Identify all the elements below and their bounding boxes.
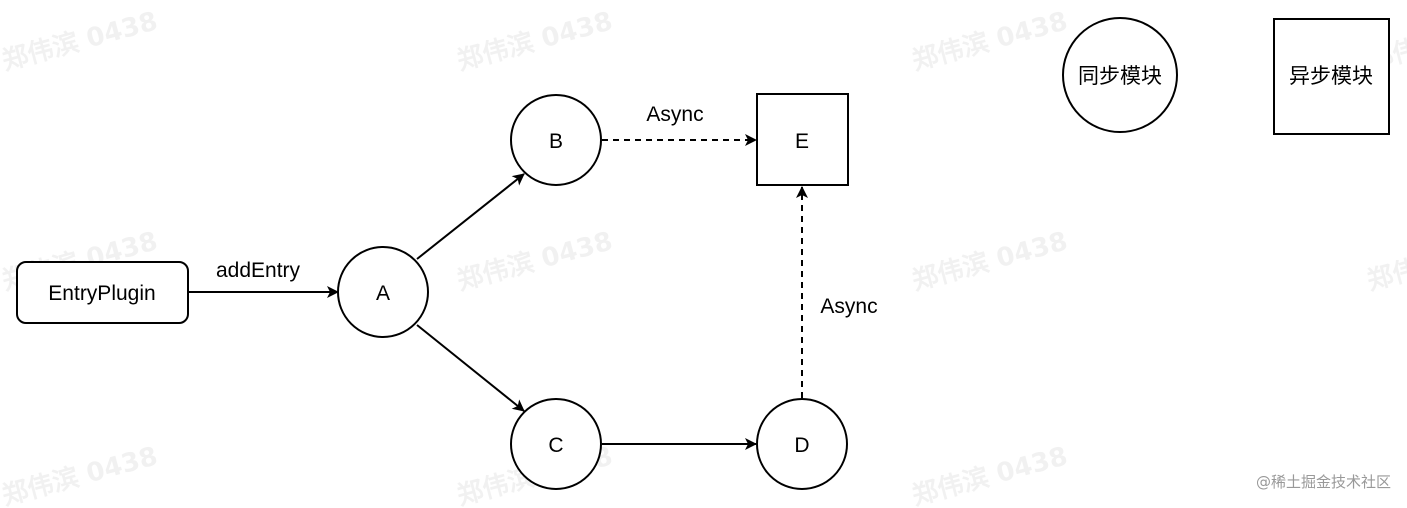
watermark-text: 郑伟滨 0438 bbox=[1364, 226, 1407, 297]
legend-sync-label: 同步模块 bbox=[1078, 64, 1162, 88]
node-e-label: E bbox=[795, 130, 809, 153]
node-b-circle bbox=[510, 94, 602, 186]
node-e-box bbox=[756, 93, 849, 186]
node-b: B bbox=[510, 94, 602, 186]
watermark-text: 郑伟滨 0438 bbox=[454, 226, 616, 297]
watermark-text: 郑伟滨 0438 bbox=[909, 226, 1071, 297]
legend-sync-circle bbox=[1062, 17, 1178, 133]
edge-a-to-c bbox=[416, 324, 525, 412]
node-a-label: A bbox=[376, 282, 390, 305]
node-a: A bbox=[337, 246, 429, 338]
edges bbox=[189, 134, 808, 450]
watermark-text: 郑伟滨 0438 bbox=[0, 6, 161, 77]
node-entry-plugin: EntryPlugin bbox=[16, 261, 189, 324]
edge-a-to-b bbox=[416, 173, 525, 260]
watermark-text: 郑伟滨 0438 bbox=[909, 6, 1071, 77]
node-d: D bbox=[756, 398, 848, 490]
watermark-text: 郑伟滨 0438 bbox=[0, 441, 161, 508]
node-c-circle bbox=[510, 398, 602, 490]
legend-async-module: 异步模块 bbox=[1273, 18, 1390, 135]
credit-text: @稀土掘金技术社区 bbox=[1256, 473, 1391, 491]
entry-plugin-box bbox=[16, 261, 189, 324]
edge-label-async-d-e: Async bbox=[820, 295, 877, 318]
node-c: C bbox=[510, 398, 602, 490]
legend-async-box bbox=[1273, 18, 1390, 135]
node-d-circle bbox=[756, 398, 848, 490]
node-a-circle bbox=[337, 246, 429, 338]
node-d-label: D bbox=[794, 434, 809, 457]
watermark-layer: 郑伟滨 0438 郑伟滨 0438 郑伟滨 0438 郑伟滨 0438 郑伟滨 … bbox=[0, 6, 1407, 508]
legend-sync-module: 同步模块 bbox=[1062, 17, 1178, 133]
node-e: E bbox=[756, 93, 849, 186]
edge-label-addentry: addEntry bbox=[216, 259, 301, 282]
node-c-label: C bbox=[548, 434, 563, 457]
entry-plugin-label: EntryPlugin bbox=[48, 282, 155, 305]
edge-label-async-b-e: Async bbox=[646, 103, 703, 126]
legend-async-label: 异步模块 bbox=[1289, 64, 1373, 88]
node-b-label: B bbox=[549, 130, 563, 153]
watermark-text: 郑伟滨 0438 bbox=[909, 441, 1071, 508]
watermark-text: 郑伟滨 0438 bbox=[454, 6, 616, 77]
